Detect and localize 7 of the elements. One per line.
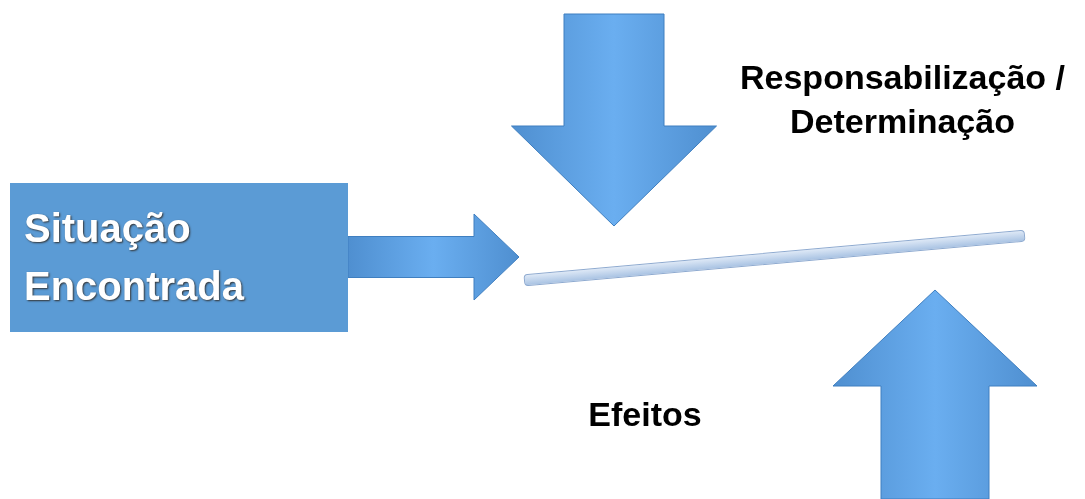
process-box (10, 183, 348, 332)
box-title: Situação Encontrada (24, 205, 246, 310)
arrow-caption: Efeitos (587, 394, 703, 435)
arrow-caption: Responsabilização / Determinação (739, 57, 1066, 143)
block-arrow (347, 213, 520, 301)
block-arrow (832, 289, 1038, 499)
block-arrow (511, 13, 717, 227)
